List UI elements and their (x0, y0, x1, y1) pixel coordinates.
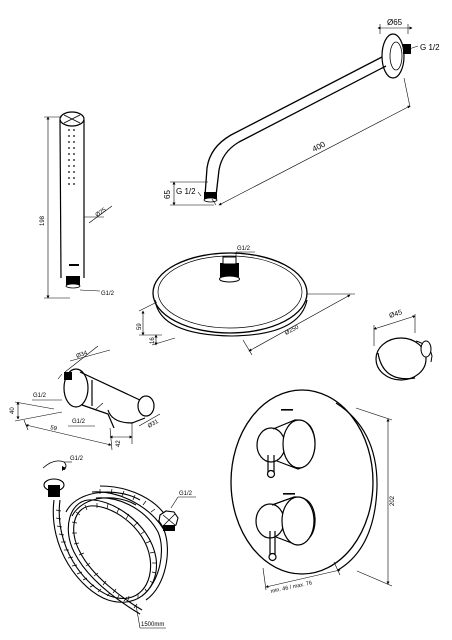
arm-height-label: 65 (163, 190, 172, 199)
shower-head-thread-label: G1/2 (237, 246, 251, 252)
holder-offset-label: 42 (116, 440, 122, 447)
shower-head-height-label: 59 (137, 323, 143, 330)
hand-shower-thread-label: G1/2 (101, 291, 115, 297)
hose-length-label: 1500mm (141, 622, 164, 628)
mixer-upper-knob (256, 419, 316, 479)
hand-shower-length-label: 198 (40, 215, 46, 226)
mixer-cover-plate (230, 389, 374, 575)
hand-shower-diameter-label: Ø25 (95, 207, 108, 219)
holder-outlet-thread-label: G1/2 (72, 419, 86, 425)
hose-top-thread-label: G1/2 (70, 456, 84, 462)
hand-shower-nozzles (68, 129, 75, 185)
arm-outlet-nut (204, 192, 217, 199)
arm-length-label: 400 (311, 139, 327, 153)
wall-elbow-diameter-label: Ø45 (388, 309, 403, 320)
mixer-lower-knob (255, 496, 316, 562)
holder-depth-label: Ø34 (76, 350, 89, 360)
hand-shower-nut (66, 276, 80, 285)
hose-braid-pattern (55, 488, 163, 609)
wall-elbow-outlet (420, 340, 432, 358)
arm-thread-top-label: G 1/2 (420, 43, 440, 52)
arm-thread-stub (403, 44, 411, 54)
hose-right-nut (158, 510, 179, 531)
hose-right-thread-label: G1/2 (179, 491, 193, 497)
arm-thread-bottom-label: G 1/2 (176, 187, 196, 196)
arm-diameter-label: Ø65 (387, 18, 403, 27)
hose-coils (52, 485, 169, 615)
holder-thread-label: G1/2 (33, 393, 47, 399)
shower-head: G1/2 59 16 Ø250 (137, 246, 355, 356)
hand-shower: 198 Ø25 G1/2 (40, 111, 115, 299)
shower-arm: Ø65 G 1/2 400 65 G 1/2 (163, 18, 440, 206)
shower-hose: G1/2 (42, 456, 196, 629)
holder-cradle (137, 395, 155, 417)
wall-elbow-rosette (375, 337, 427, 381)
thermostatic-mixer: 202 min. 46 / max. 76 (230, 389, 396, 595)
hose-holder: Ø34 G1/2 40 59 G1/2 42 Ø31 (10, 345, 160, 451)
shower-head-thickness-label: 16 (150, 337, 156, 344)
mixer-height-label: 202 (390, 495, 396, 506)
wall-elbow: Ø45 (373, 309, 433, 381)
holder-width-label: 59 (50, 425, 58, 432)
mixer-depth-label: min. 46 / max. 76 (270, 580, 313, 595)
holder-height-label: 40 (10, 407, 16, 414)
holder-diameter-label: Ø31 (147, 419, 160, 430)
shower-head-connector (220, 263, 239, 277)
arm-wall-flange (381, 33, 405, 79)
